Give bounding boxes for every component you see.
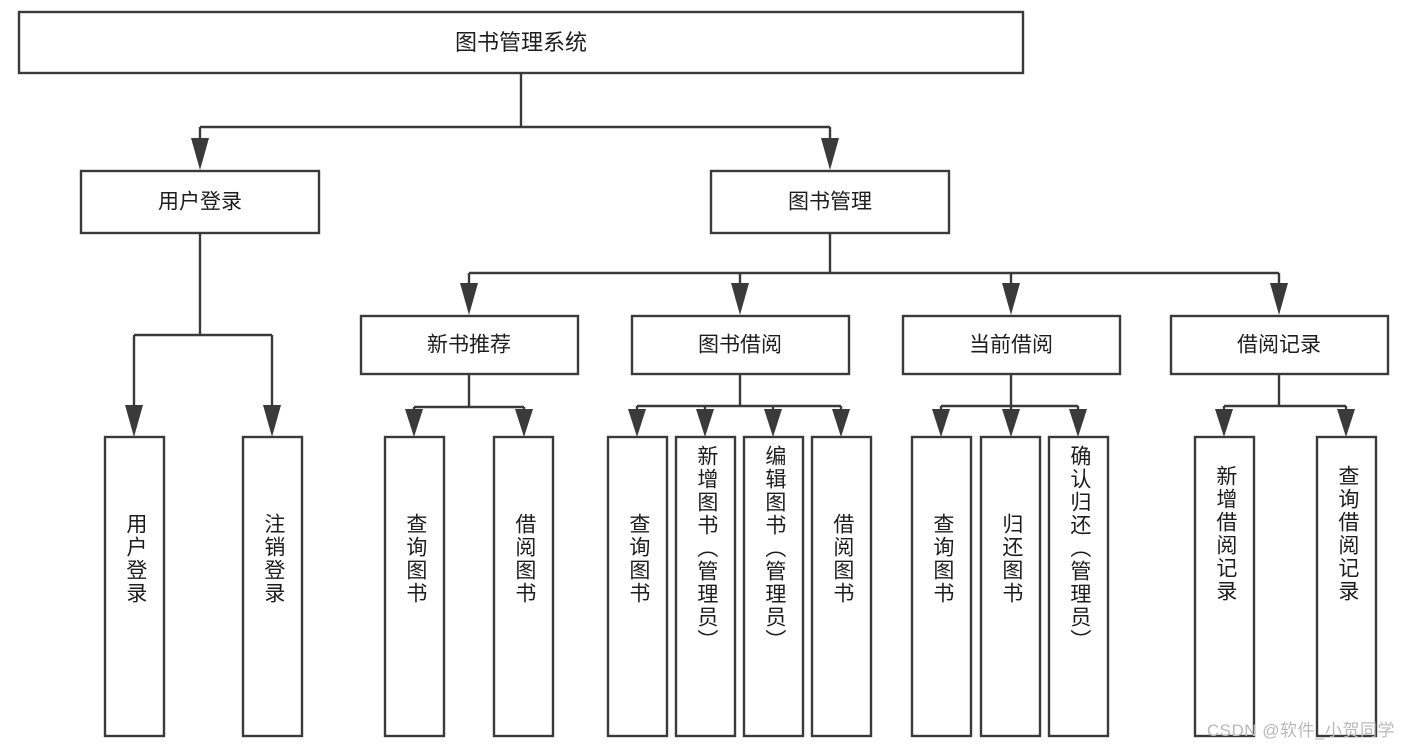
arrowhead-cb-confirm-return: [1069, 409, 1087, 437]
node-book-manage-label: 图书管理: [788, 191, 872, 214]
leaf-box-cb-confirm-return[interactable]: [1047, 435, 1110, 738]
connector-group-user-login: [125, 233, 281, 437]
arrowhead-leaf-logout: [263, 405, 281, 437]
node-book-manage-box[interactable]: [709, 169, 951, 235]
node-book-borrow-label: 图书借阅: [698, 334, 782, 357]
arrowhead-new-book-recommend: [460, 283, 478, 315]
leaf-box-br-query-record[interactable]: [1315, 435, 1378, 738]
leaf-boxes-group: [103, 435, 1378, 738]
arrowhead-current-borrow: [1002, 283, 1020, 315]
arrowhead-user-login: [191, 138, 209, 170]
arrowhead-nb-query-book: [405, 409, 423, 437]
leaf-box-bb-add-book[interactable]: [674, 435, 737, 738]
node-new-book-recommend-label: 新书推荐: [427, 334, 511, 357]
arrowhead-leaf-user-login: [125, 405, 143, 437]
node-user-login-box[interactable]: [79, 169, 321, 235]
leaf-box-user-login[interactable]: [103, 435, 166, 738]
connector-group-current-borrow: [932, 374, 1087, 437]
leaf-box-br-add-record[interactable]: [1193, 435, 1256, 738]
arrowhead-book-borrow: [731, 283, 749, 315]
node-current-borrow[interactable]: 当前借阅: [901, 314, 1122, 376]
node-root-system-box[interactable]: [17, 10, 1025, 75]
leaf-box-bb-query-book[interactable]: [606, 435, 669, 738]
node-new-book-recommend-box[interactable]: [359, 314, 580, 376]
connector-group-book-manage: [460, 233, 1288, 315]
connector-group-borrow-record: [1215, 374, 1355, 437]
arrowhead-book-manage: [821, 138, 839, 170]
connector-group-new-book-recommend: [405, 374, 533, 437]
node-borrow-record-label: 借阅记录: [1237, 334, 1321, 357]
node-book-borrow-box[interactable]: [630, 314, 851, 376]
leaf-box-bb-edit-book[interactable]: [742, 435, 805, 738]
arrowhead-br-query-record: [1337, 409, 1355, 437]
arrowhead-bb-edit-book: [764, 409, 782, 437]
arrowhead-borrow-record: [1270, 283, 1288, 315]
leaf-box-cb-query-book[interactable]: [910, 435, 973, 738]
connector-group-root: [191, 73, 839, 170]
leaf-box-nb-query-book[interactable]: [383, 435, 446, 738]
arrowhead-nb-borrow-book: [515, 409, 533, 437]
leaf-box-logout[interactable]: [241, 435, 304, 738]
arrowhead-bb-add-book: [696, 409, 714, 437]
node-root-system[interactable]: 图书管理系统: [17, 10, 1025, 75]
arrowhead-bb-borrow-book: [832, 409, 850, 437]
arrowhead-cb-return-book: [1002, 409, 1020, 437]
csdn-watermark: CSDN @软件_小贺同学: [1206, 721, 1395, 740]
node-root-system-label: 图书管理系统: [455, 30, 587, 55]
node-current-borrow-box[interactable]: [901, 314, 1122, 376]
node-user-login-label: 用户登录: [158, 191, 242, 214]
node-book-manage[interactable]: 图书管理: [709, 169, 951, 235]
connector-group-book-borrow: [628, 374, 850, 437]
node-user-login[interactable]: 用户登录: [79, 169, 321, 235]
node-borrow-record[interactable]: 借阅记录: [1169, 314, 1390, 376]
arrowhead-bb-query-book: [628, 409, 646, 437]
leaf-box-cb-return-book[interactable]: [979, 435, 1042, 738]
arrowhead-cb-query-book: [932, 409, 950, 437]
node-borrow-record-box[interactable]: [1169, 314, 1390, 376]
node-new-book-recommend[interactable]: 新书推荐: [359, 314, 580, 376]
node-book-borrow[interactable]: 图书借阅: [630, 314, 851, 376]
leaf-box-bb-borrow-book[interactable]: [810, 435, 873, 738]
arrowhead-br-add-record: [1215, 409, 1233, 437]
node-current-borrow-label: 当前借阅: [969, 334, 1053, 357]
leaf-box-nb-borrow-book[interactable]: [492, 435, 555, 738]
